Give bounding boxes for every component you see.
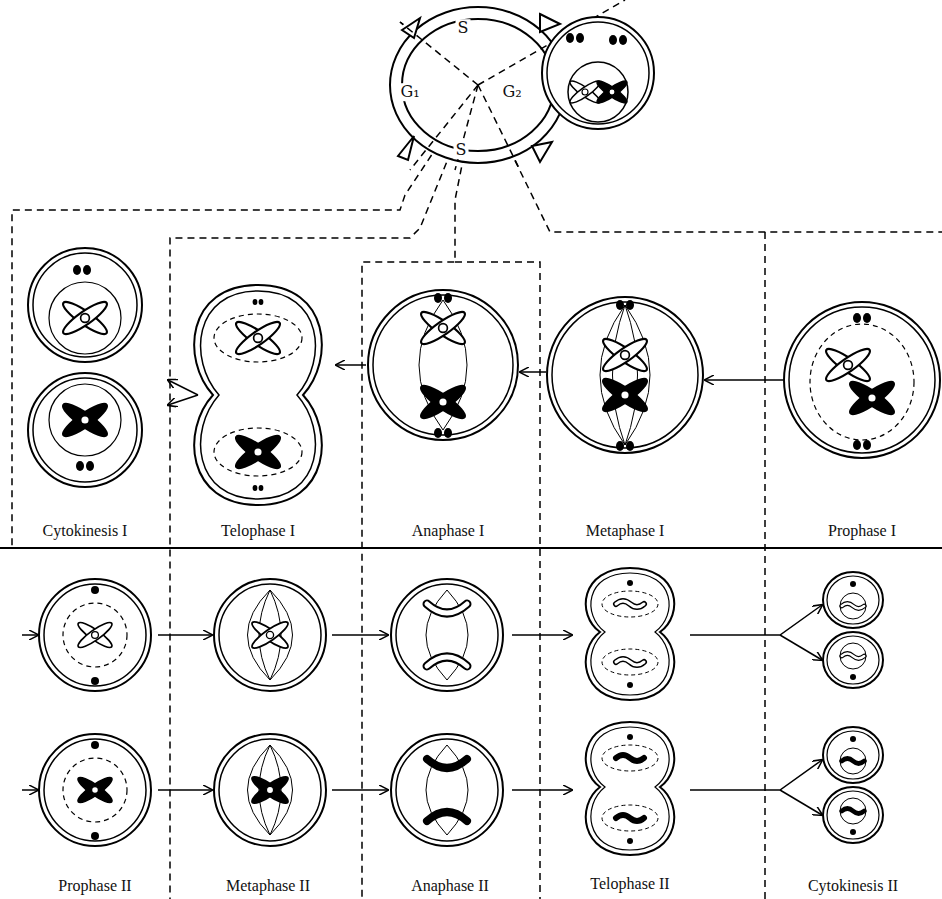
phase-label: G₁ [398,83,421,101]
stage-label: Prophase II [56,877,133,895]
stage-label: Cytokinesis II [806,877,900,895]
phase-label: S [456,19,471,37]
stage-label: Telophase I [219,522,297,540]
stage-label: Anaphase II [409,877,491,895]
stage-label: Metaphase II [224,877,312,895]
phase-label: G₂ [500,83,523,101]
stage-label: Cytokinesis I [41,522,130,540]
stage-label: Prophase I [826,522,898,540]
stage-label: Metaphase I [584,522,667,540]
stage-label: Anaphase I [410,522,486,540]
phase-label: S [454,141,469,159]
stage-label: Telophase II [588,875,671,893]
